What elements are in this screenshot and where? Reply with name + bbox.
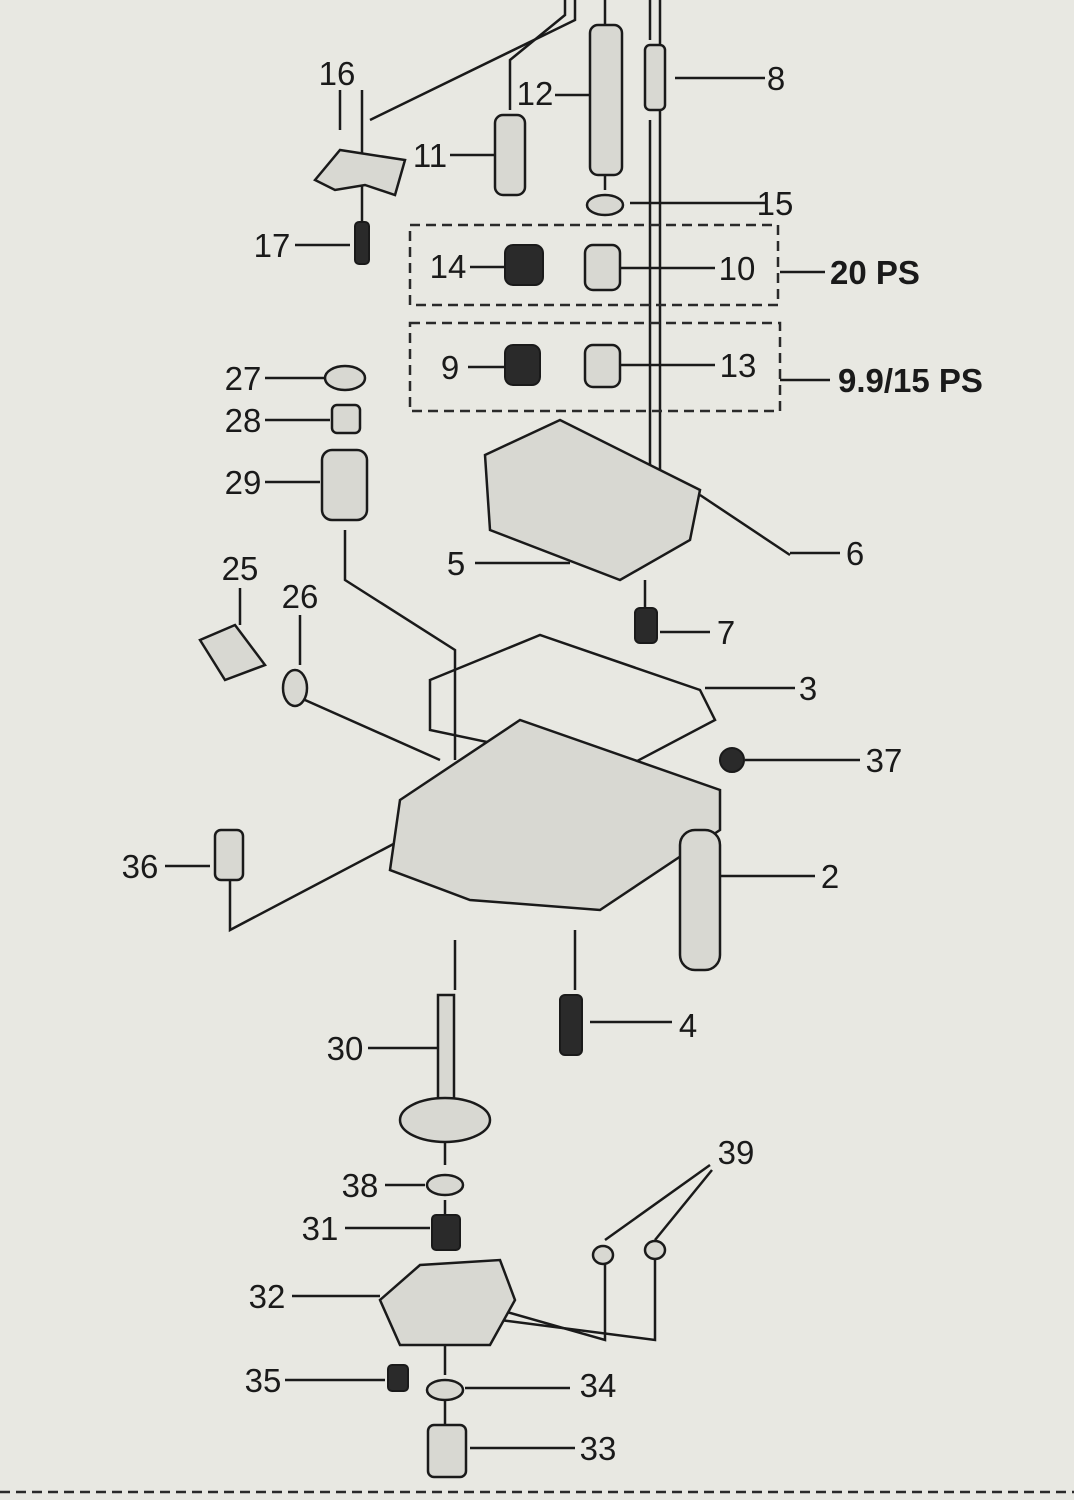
part-5-float [483, 418, 702, 582]
label-12: 12 [517, 75, 554, 112]
parts [198, 23, 791, 1479]
group-box-20ps [408, 223, 780, 307]
part-37-plug [719, 747, 745, 773]
part-39-oring-b [643, 1239, 667, 1261]
label-2: 2 [821, 858, 839, 895]
part-14-jet [504, 244, 544, 286]
part-7-screw [634, 607, 658, 644]
part-30-rod [436, 993, 456, 1107]
label-13: 13 [720, 347, 757, 384]
leader-line [654, 1169, 713, 1241]
label-26: 26 [282, 578, 319, 615]
part-29-screw [320, 448, 369, 522]
leader-line [604, 1163, 711, 1242]
part-4-screw [559, 994, 583, 1056]
label-5: 5 [447, 545, 465, 582]
group-label-9915ps: 9.9/15 PS [838, 362, 983, 399]
label-32: 32 [249, 1278, 286, 1315]
part-6-pin [699, 493, 791, 557]
part-38-washer [425, 1173, 465, 1197]
label-38: 38 [342, 1167, 379, 1204]
label-39: 39 [718, 1134, 755, 1171]
part-28-cap [330, 403, 362, 435]
label-7: 7 [717, 614, 735, 651]
label-6: 6 [846, 535, 864, 572]
label-25: 25 [222, 550, 259, 587]
part-15-oring [585, 193, 625, 217]
part-12-tube [588, 23, 624, 177]
leader-line [499, 1260, 607, 1342]
leader-line [343, 530, 457, 760]
part-30-diaphragm [398, 1096, 492, 1144]
label-33: 33 [580, 1430, 617, 1467]
label-16: 16 [319, 55, 356, 92]
part-10-spring [583, 243, 622, 292]
label-4: 4 [679, 1007, 697, 1044]
leader-line [508, 0, 567, 110]
group-box-9915ps [408, 321, 782, 413]
label-3: 3 [799, 670, 817, 707]
part-9-jet [504, 344, 541, 386]
part-13-spring [583, 343, 622, 389]
label-14: 14 [430, 248, 467, 285]
part-2-tube [678, 828, 722, 972]
label-35: 35 [245, 1362, 282, 1399]
part-17-screw [354, 221, 370, 265]
leader-line [228, 828, 421, 933]
leader-lines [165, 0, 860, 1450]
part-2-float-chamber [388, 718, 722, 912]
part-8-needle [643, 43, 667, 112]
part-33-plug [426, 1423, 468, 1479]
label-29: 29 [225, 464, 262, 501]
leader-line [499, 1260, 657, 1342]
part-32-cover [378, 1258, 517, 1347]
label-31: 31 [302, 1210, 339, 1247]
part-11-jet [493, 113, 527, 197]
part-31-spring [431, 1214, 461, 1251]
label-37: 37 [866, 742, 903, 779]
leader-line [369, 0, 577, 122]
label-15: 15 [757, 185, 794, 222]
label-27: 27 [225, 360, 262, 397]
part-26-oring [281, 668, 309, 708]
label-11: 11 [413, 137, 447, 174]
part-36-pin [213, 828, 245, 882]
part-34-washer [425, 1378, 465, 1402]
part-35-screw [387, 1364, 409, 1392]
group-label-20ps: 20 PS [830, 254, 920, 291]
part-39-oring-a [591, 1244, 615, 1266]
label-36: 36 [122, 848, 159, 885]
label-34: 34 [580, 1367, 617, 1404]
label-10: 10 [719, 250, 756, 287]
leader-line [304, 698, 441, 762]
label-30: 30 [327, 1030, 364, 1067]
part-16-bracket [313, 148, 407, 197]
part-3-gasket [428, 633, 717, 772]
part-25-drain-screw [198, 623, 268, 682]
label-9: 9 [441, 349, 459, 386]
label-28: 28 [225, 402, 262, 439]
label-8: 8 [767, 60, 785, 97]
part-labels: 16 12 8 11 15 17 14 10 20 PS 9 13 9.9/15… [122, 55, 983, 1467]
label-17: 17 [254, 227, 291, 264]
part-27-clip [323, 364, 367, 392]
